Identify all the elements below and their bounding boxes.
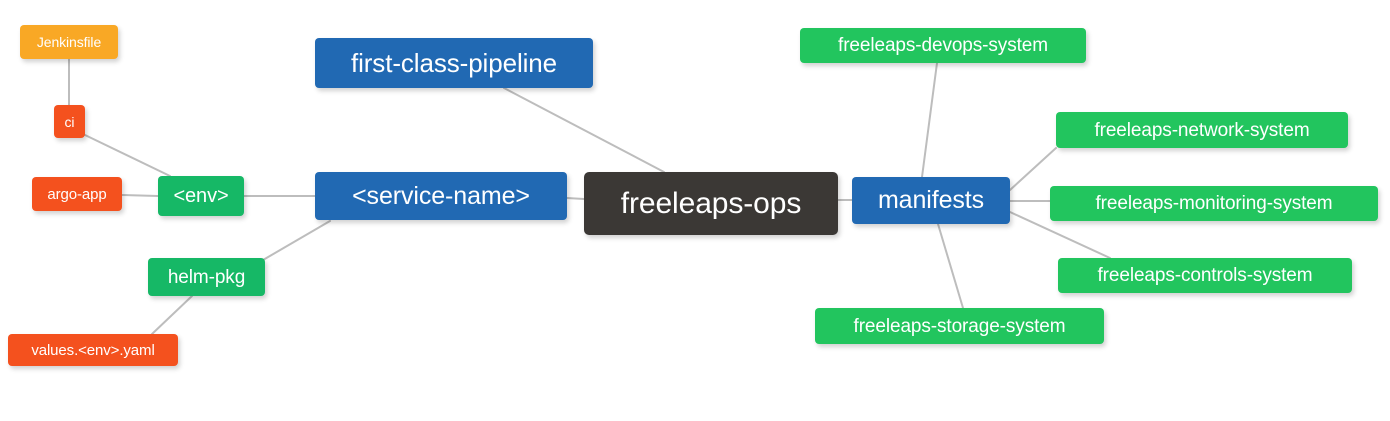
node-label-jenkinsfile: Jenkinsfile: [36, 34, 102, 50]
edge-manifests-network: [1009, 147, 1057, 191]
node-label-ci: ci: [64, 113, 75, 130]
node-freeleaps-controls-system[interactable]: freeleaps-controls-system: [1058, 258, 1352, 293]
edge-service-name-helm-pkg: [262, 220, 331, 261]
node-label-manifests: manifests: [877, 186, 985, 214]
node-label-helm-pkg: helm-pkg: [167, 266, 246, 288]
node-jenkinsfile[interactable]: Jenkinsfile: [20, 25, 118, 59]
node-ci[interactable]: ci: [54, 105, 85, 138]
node-values-yaml[interactable]: values.<env>.yaml: [8, 334, 178, 366]
node-label-freeleaps-monitoring-system: freeleaps-monitoring-system: [1095, 193, 1333, 214]
node-freeleaps-storage-system[interactable]: freeleaps-storage-system: [815, 308, 1104, 344]
edge-ci-env: [84, 134, 171, 177]
node-label-values-yaml: values.<env>.yaml: [31, 341, 155, 359]
node-freeleaps-network-system[interactable]: freeleaps-network-system: [1056, 112, 1348, 148]
node-label-first-class-pipeline: first-class-pipeline: [350, 48, 558, 78]
edge-service-name-ops: [566, 197, 585, 200]
node-label-argo-app: argo-app: [47, 185, 107, 203]
node-freeleaps-devops-system[interactable]: freeleaps-devops-system: [800, 28, 1086, 63]
node-argo-app[interactable]: argo-app: [32, 177, 122, 211]
edge-pipeline-ops: [503, 87, 665, 173]
node-freeleaps-monitoring-system[interactable]: freeleaps-monitoring-system: [1050, 186, 1378, 221]
node-label-freeleaps-network-system: freeleaps-network-system: [1094, 119, 1310, 141]
node-env[interactable]: <env>: [158, 176, 244, 216]
node-manifests[interactable]: manifests: [852, 177, 1010, 224]
edge-helm-pkg-values: [151, 295, 193, 335]
node-label-freeleaps-storage-system: freeleaps-storage-system: [853, 315, 1066, 337]
node-service-name[interactable]: <service-name>: [315, 172, 567, 220]
node-freeleaps-ops[interactable]: freeleaps-ops: [584, 172, 838, 235]
edge-manifests-storage: [937, 223, 964, 309]
node-helm-pkg[interactable]: helm-pkg: [148, 258, 265, 296]
node-label-freeleaps-devops-system: freeleaps-devops-system: [838, 35, 1048, 56]
node-first-class-pipeline[interactable]: first-class-pipeline: [315, 38, 593, 88]
edge-manifests-devops: [921, 62, 938, 178]
node-label-freeleaps-controls-system: freeleaps-controls-system: [1097, 265, 1313, 286]
edge-argo-app-env: [121, 194, 159, 197]
node-label-service-name: <service-name>: [352, 181, 530, 210]
node-label-env: <env>: [173, 185, 229, 207]
node-label-freeleaps-ops: freeleaps-ops: [620, 186, 802, 220]
